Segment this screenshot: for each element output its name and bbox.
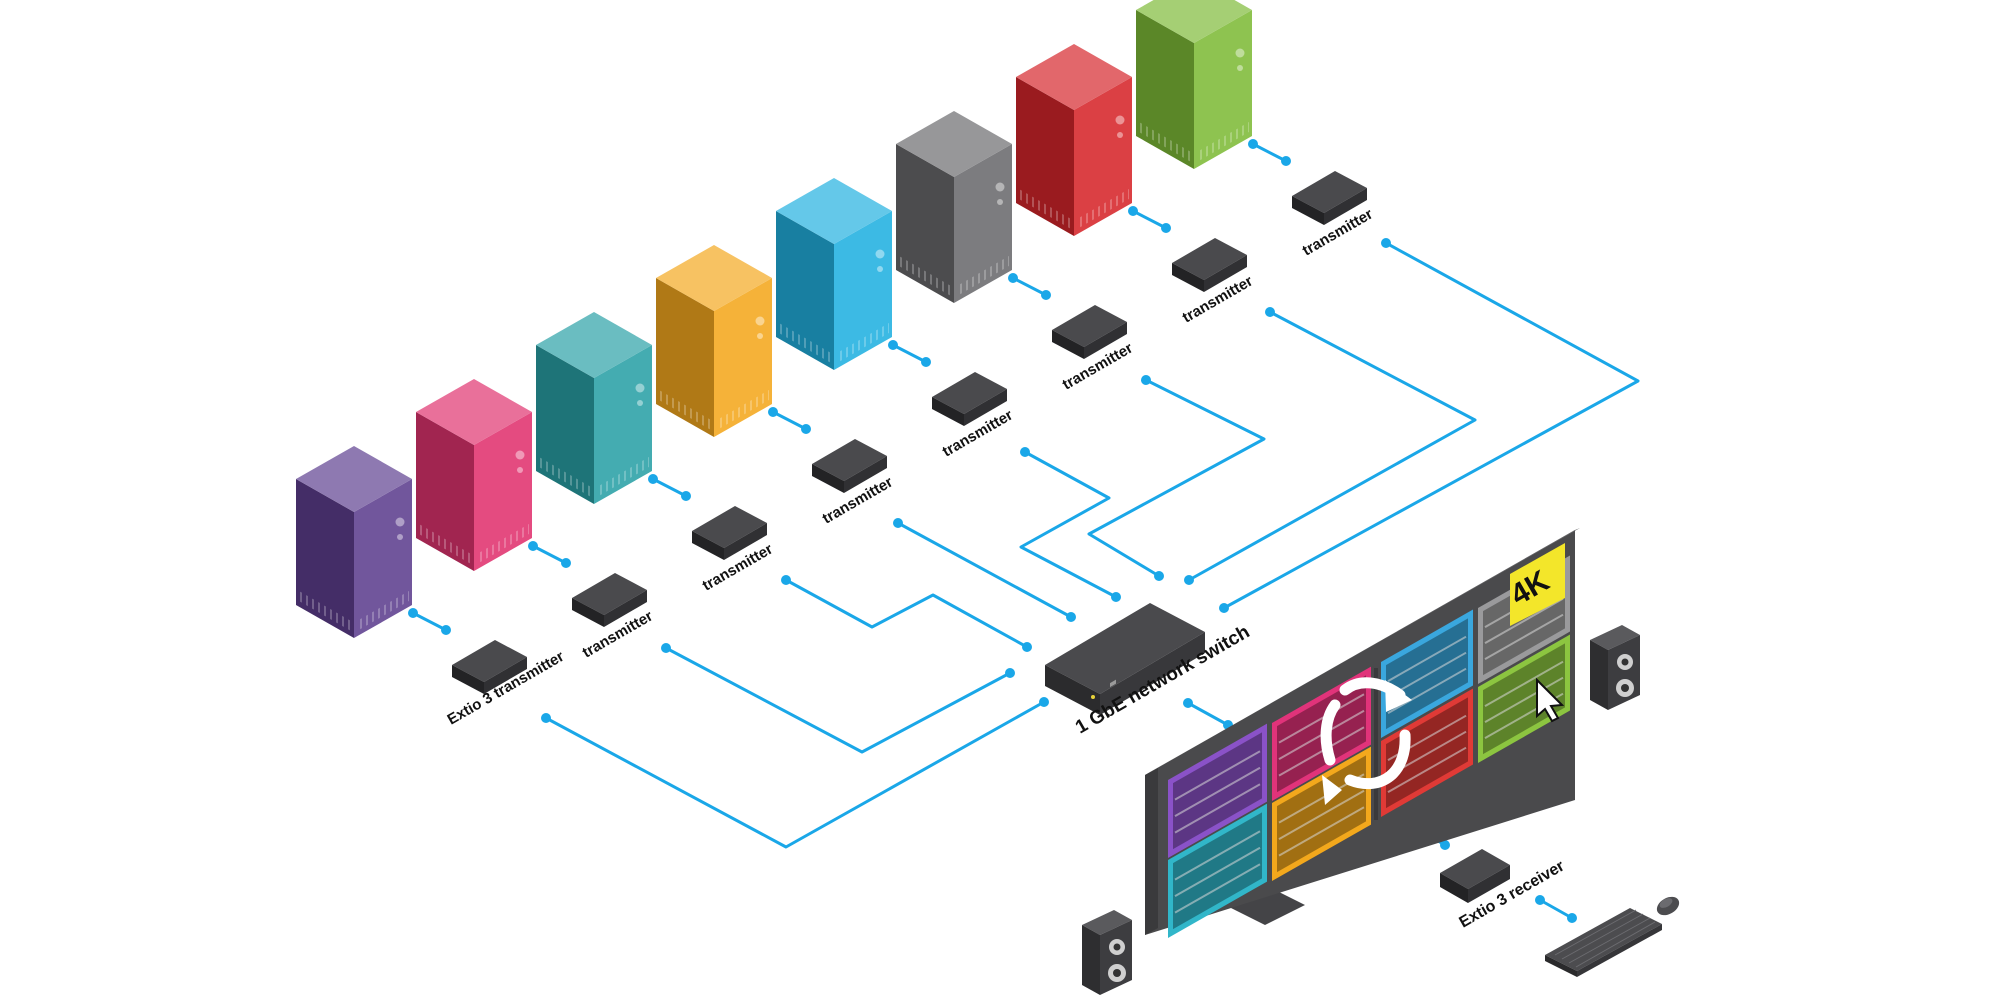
computer-tower-icon [776, 178, 892, 370]
extio-receiver: Extio 3 receiver [1440, 849, 1567, 931]
transmitter-box-icon: transmitter [1052, 305, 1136, 393]
screen-tile [1168, 803, 1267, 938]
transmitter-box-icon: transmitter [1292, 171, 1376, 259]
computer-tower-icon [296, 446, 412, 638]
network-cable [781, 575, 1032, 652]
network-cable [1219, 238, 1640, 613]
mouse-icon [1656, 896, 1680, 916]
refresh-arrowhead-icon [1385, 680, 1412, 712]
speaker-icon [1082, 910, 1132, 995]
computer-tower-icon [896, 111, 1012, 303]
computer-tower-icon [1136, 0, 1252, 169]
network-switch: 1 GbE network switch [1045, 603, 1253, 738]
refresh-arrowhead-icon [1322, 775, 1342, 805]
stub-cable [408, 608, 451, 635]
speaker-icon [1590, 625, 1640, 710]
computers-group [296, 0, 1252, 638]
4k-badge: 4K [1505, 543, 1565, 626]
network-cable [1087, 375, 1266, 581]
stub-cable [1128, 206, 1171, 233]
computer-to-transmitter-cables [408, 139, 1291, 635]
transmitter-box-icon: transmitter [572, 573, 656, 661]
peripheral-cable [1535, 895, 1577, 923]
network-cable [893, 518, 1076, 622]
stub-cable [1008, 273, 1051, 300]
keyboard-icon [1545, 908, 1662, 977]
network-cable [1184, 307, 1477, 585]
network-cable [541, 697, 1049, 849]
network-cable [661, 643, 1015, 754]
stub-cable [528, 541, 571, 568]
computer-tower-icon [1016, 44, 1132, 236]
stub-cable [1248, 139, 1291, 166]
network-cables [541, 238, 1640, 923]
stub-cable [648, 474, 691, 501]
computer-tower-icon [416, 379, 532, 571]
transmitter-box-icon: transmitter [692, 506, 776, 594]
cursor-icon [1536, 677, 1565, 723]
computer-tower-icon [656, 245, 772, 437]
stub-cable [888, 340, 931, 367]
computer-tower-icon [536, 312, 652, 504]
video-wall-monitors: 4K [1145, 528, 1580, 938]
network-cable [1019, 447, 1121, 602]
transmitter-box-icon: transmitter [1172, 238, 1256, 326]
stub-cable [768, 407, 811, 434]
transmitter-box-icon: transmitter [932, 372, 1016, 460]
peripheral-cable [1183, 698, 1233, 730]
transmitter-box-icon: transmitter [812, 439, 896, 527]
screen-tile [1168, 723, 1267, 858]
